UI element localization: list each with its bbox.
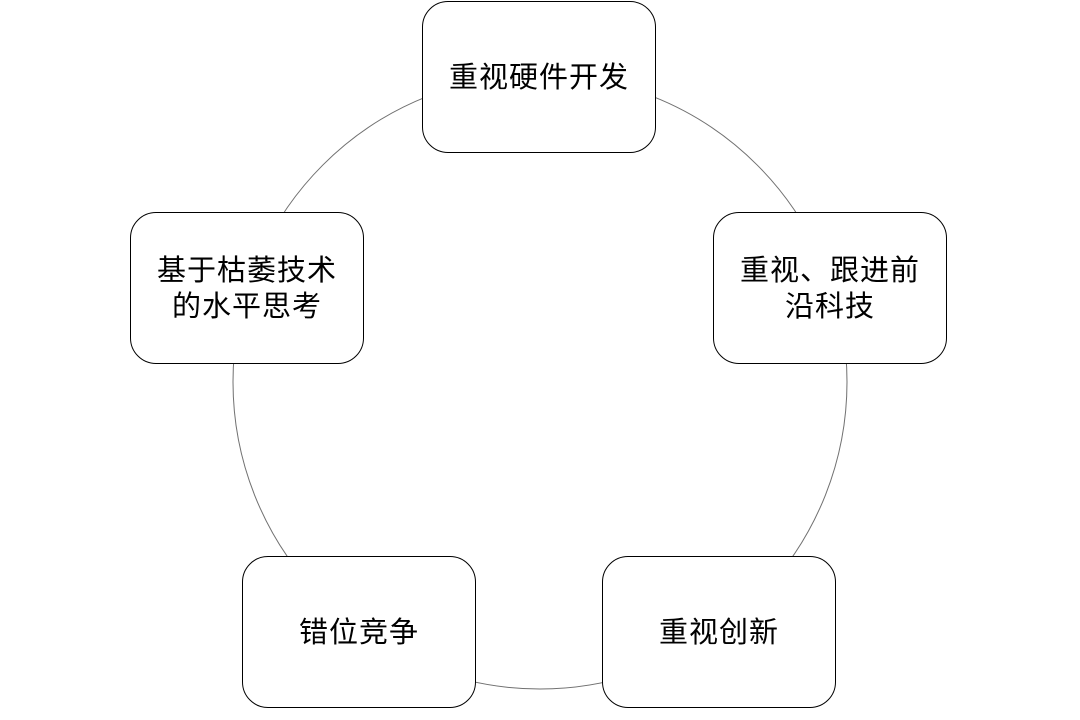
node-right: 重视、跟进前 沿科技 (713, 212, 947, 364)
node-bottom-left: 错位竞争 (242, 556, 476, 708)
node-bottom-right: 重视创新 (602, 556, 836, 708)
node-bottom-right-label: 重视创新 (658, 615, 779, 649)
node-bottom-left-label: 错位竞争 (298, 615, 419, 649)
node-left: 基于枯萎技术 的水平思考 (130, 212, 364, 364)
node-top: 重视硬件开发 (422, 1, 656, 153)
node-top-label: 重视硬件开发 (448, 60, 629, 94)
node-left-label: 基于枯萎技术 的水平思考 (156, 253, 337, 323)
node-right-label: 重视、跟进前 沿科技 (739, 253, 920, 323)
